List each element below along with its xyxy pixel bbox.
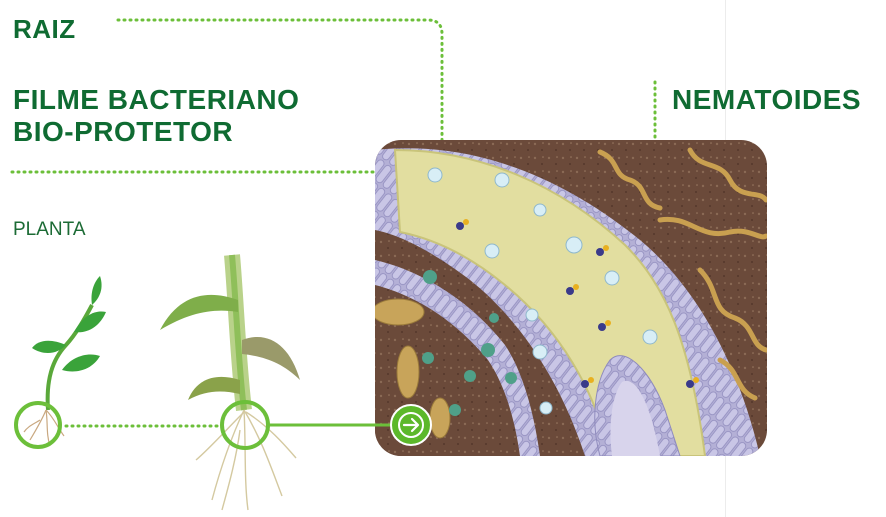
- root-closeup-panel: [372, 140, 767, 456]
- corn-plant-illustration: [160, 255, 300, 510]
- bacteria-rod: [372, 299, 424, 325]
- raiz-connector-line: [118, 20, 442, 152]
- zoom-arrow-icon: [391, 405, 431, 445]
- seedling-illustration: [24, 276, 106, 446]
